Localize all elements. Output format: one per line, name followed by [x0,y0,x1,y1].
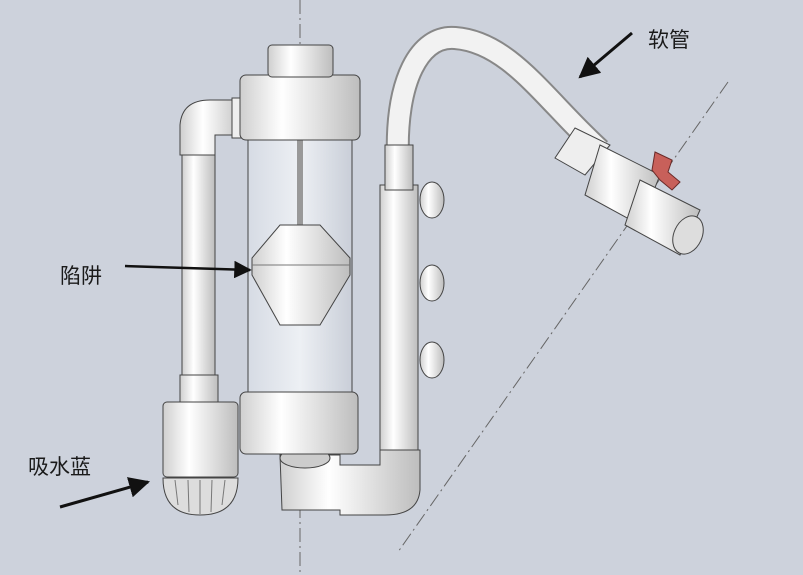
intake-basket [162,374,239,516]
trap-chamber [239,44,361,455]
basket-arrow [59,477,151,509]
hose-arrow [578,31,633,79]
valve [554,127,704,256]
valve-handle [651,151,681,191]
return-pipe [379,184,419,461]
trap-arrow [124,260,252,279]
intake-basket-label: 吸水蓝 [28,455,91,479]
hose-label: 软管 [648,28,690,52]
intake-pipe [181,149,216,381]
suction-cups [419,181,445,379]
trap-label: 陷阱 [60,264,102,288]
trap-cone [251,224,351,326]
